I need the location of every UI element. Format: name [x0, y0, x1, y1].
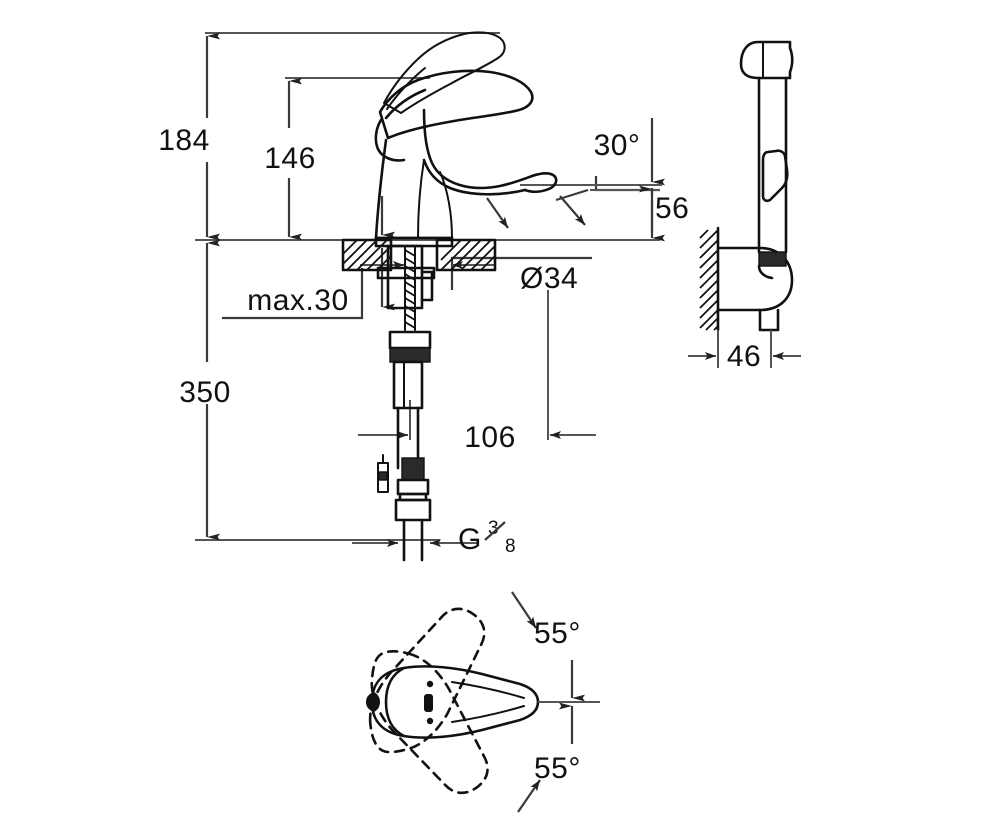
lever-handle-lowered	[378, 69, 534, 140]
dimension-label-swivel-upper: 55°	[534, 617, 581, 650]
wall-hatch	[699, 229, 719, 331]
dimension-label-56: 56	[655, 192, 689, 225]
dimension-swivel-upper: 55°	[511, 591, 585, 702]
dimension-max30: max.30	[222, 196, 395, 320]
thread-denominator: 8	[505, 536, 516, 557]
dimension-label-106: 106	[464, 421, 516, 454]
wall-bracket-body	[716, 246, 794, 332]
dimension-30deg: 30°	[486, 118, 665, 229]
front-elevation-view: 184 146 350 max.30 Ø34	[158, 31, 689, 562]
dimension-label-thread: G	[458, 523, 482, 556]
dimension-46: 46	[688, 330, 801, 373]
dimension-106: 106	[358, 421, 596, 454]
mixer-body	[374, 108, 558, 240]
spout-plan-outline	[366, 665, 540, 739]
spout-ghost-up	[368, 607, 486, 754]
dimension-label-146: 146	[264, 142, 316, 175]
thread-ticks	[404, 245, 416, 331]
dimension-label-46: 46	[727, 340, 761, 373]
dimension-label-max30: max.30	[247, 284, 348, 317]
spout-ghost-down	[370, 650, 489, 795]
mounting-shank	[374, 236, 454, 410]
wall-bracket-view: 46	[688, 40, 801, 373]
dimension-label-350: 350	[179, 376, 231, 409]
dimension-146: 146	[264, 77, 316, 241]
dimension-label-30deg: 30°	[594, 129, 641, 162]
top-plan-view: 55° 55°	[366, 591, 600, 813]
dimension-56: 56	[540, 184, 689, 242]
dimension-swivel-lower: 55°	[517, 702, 581, 813]
dimension-184: 184	[158, 32, 220, 241]
lower-fitting	[377, 454, 432, 562]
thread-numerator: 3	[488, 518, 499, 539]
dimension-label-swivel-lower: 55°	[534, 752, 581, 785]
wall-section	[699, 226, 720, 332]
dimension-label-184: 184	[158, 124, 210, 157]
dimension-350: 350	[179, 239, 231, 541]
dimension-thread-g38: G 3 8	[352, 518, 516, 557]
hand-spray	[739, 40, 794, 280]
hatch-right	[440, 239, 496, 271]
dimension-dia34: Ø34	[360, 256, 592, 295]
dimension-label-dia34: Ø34	[520, 262, 578, 295]
